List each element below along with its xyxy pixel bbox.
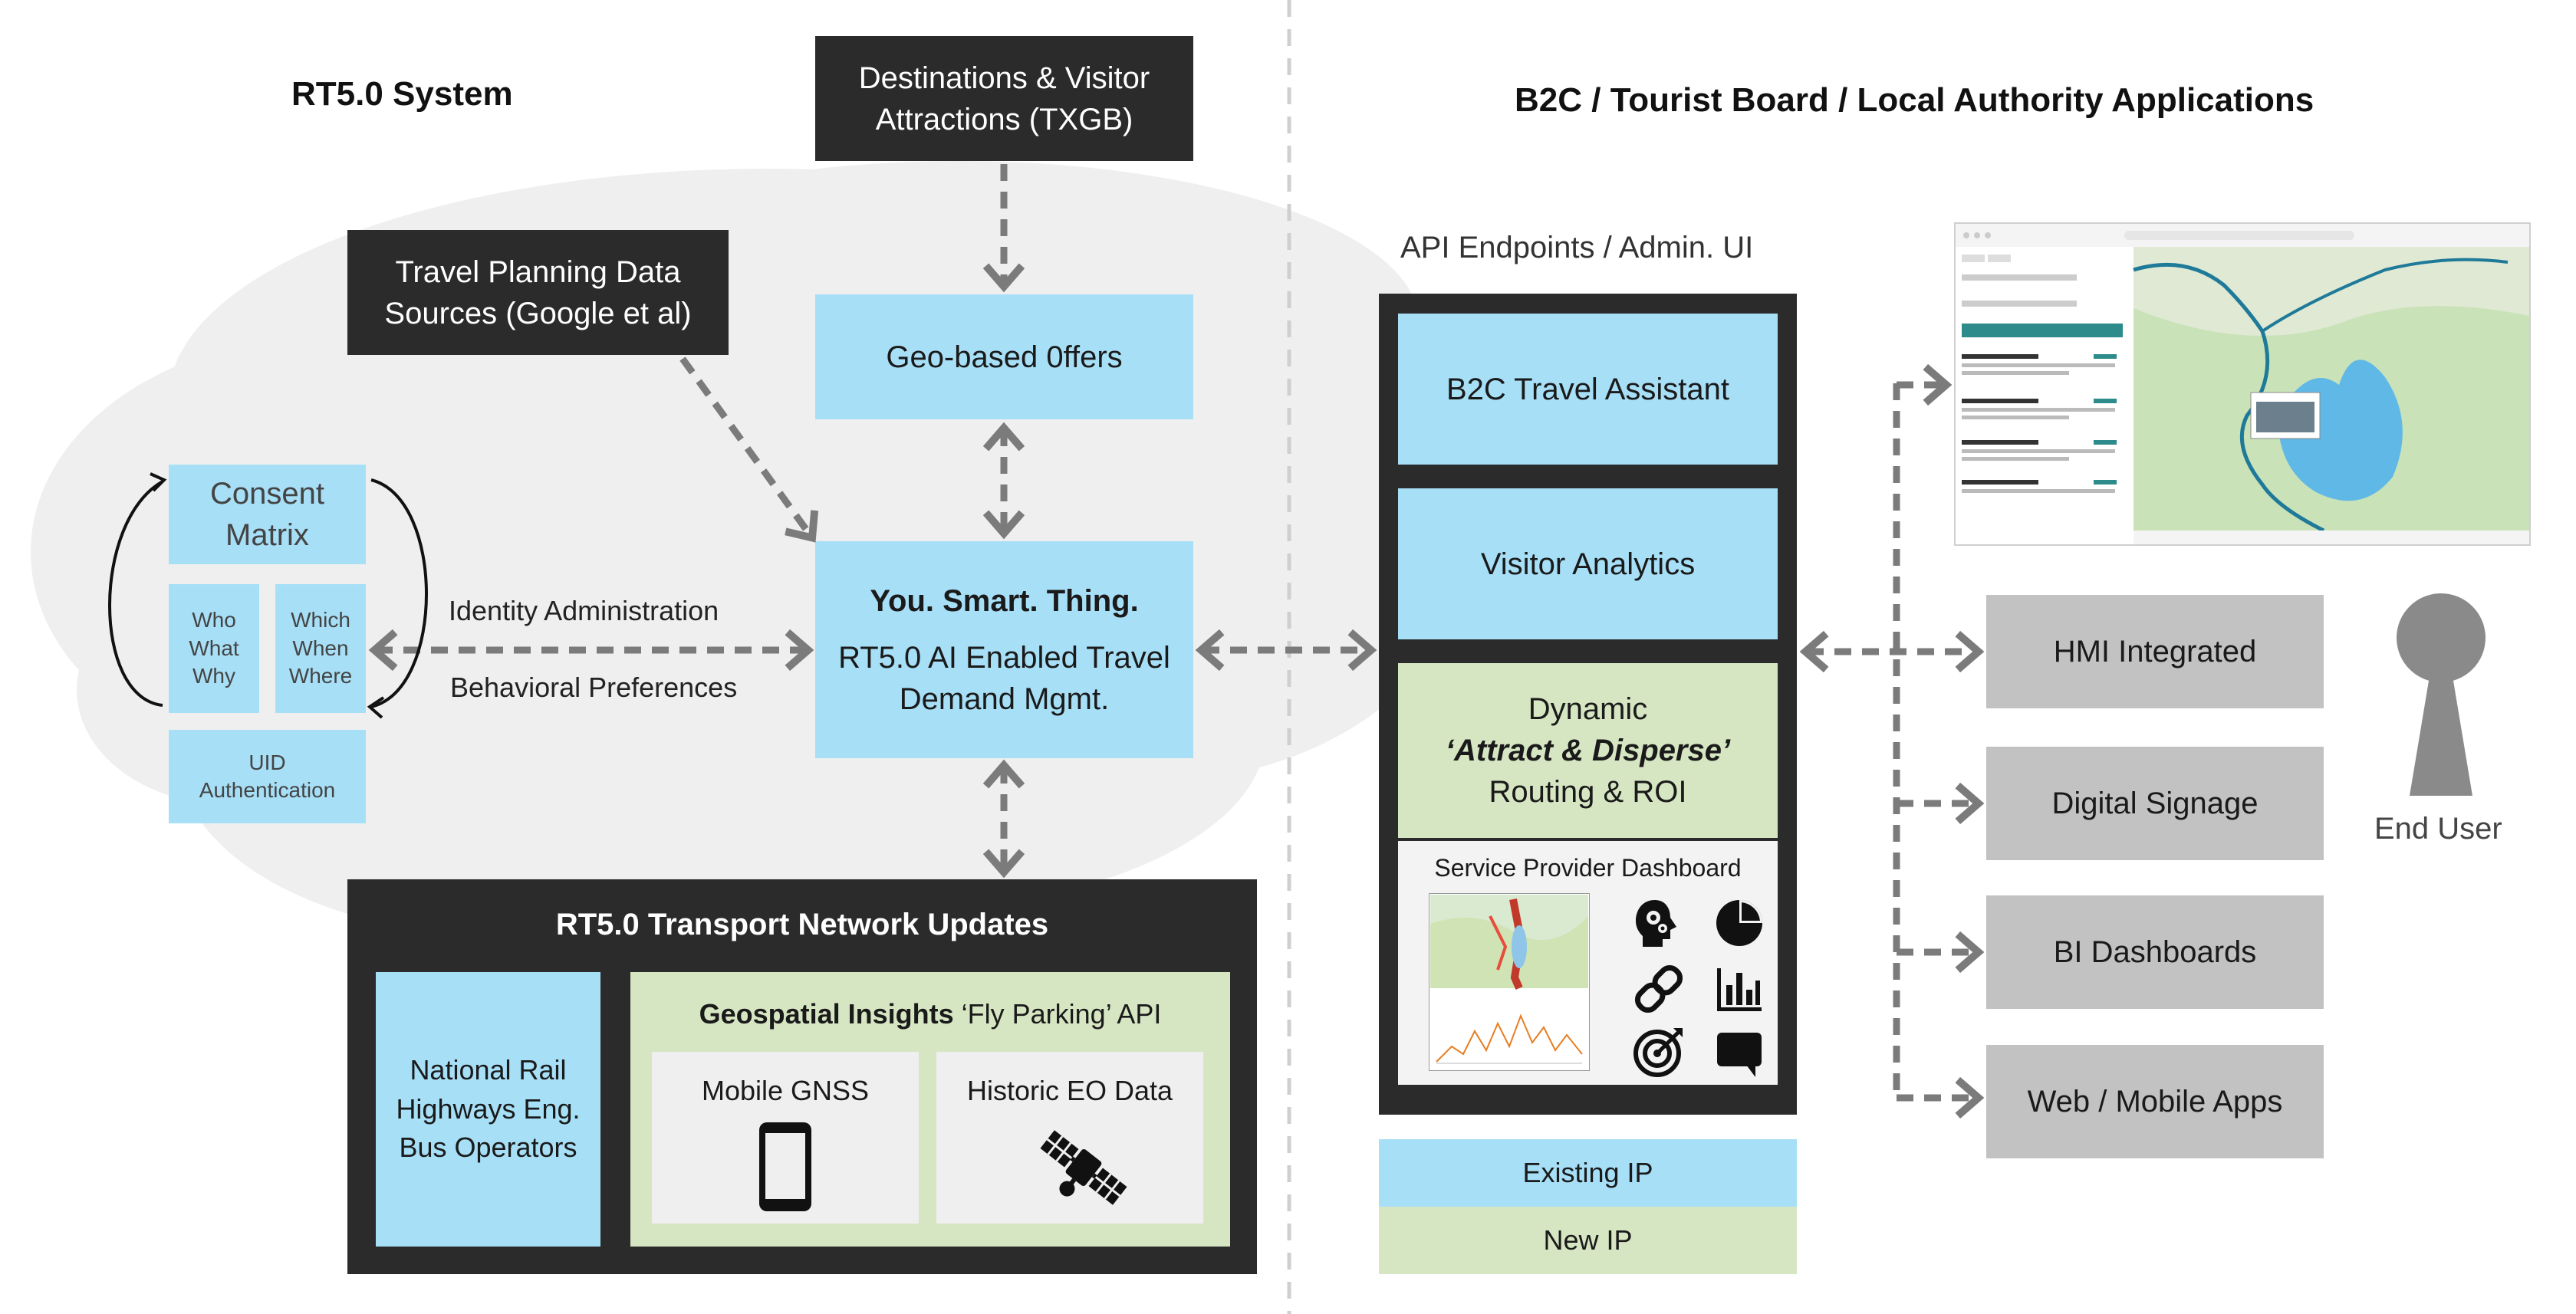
mobile-gnss-label: Mobile GNSS [701,1075,870,1106]
legend-existing-ip-label: Existing IP [1522,1156,1653,1188]
digital-signage-label: Digital Signage [2051,787,2259,820]
head-gears-icon [1636,900,1676,947]
uid-authentication-label: UID Authentication [199,750,336,802]
hmi-integrated-label: HMI Integrated [2053,635,2257,668]
visitor-analytics-label: Visitor Analytics [1480,547,1696,581]
bi-dashboards-box: BI Dashboards [1986,895,2324,1009]
legend-new-ip: New IP [1379,1207,1797,1274]
end-user-label: End User [2374,812,2502,846]
satellite-icon [1040,1130,1127,1205]
web-mobile-apps-box: Web / Mobile Apps [1986,1045,2324,1158]
mobile-gnss-box: Mobile GNSS [652,1052,919,1224]
bi-dashboards-label: BI Dashboards [2053,935,2257,969]
operators-box: National Rail Highways Eng. Bus Operator… [376,972,600,1247]
destinations-label: Destinations & Visitor Attractions (TXGB… [858,61,1150,136]
map-screenshot-graphic [1956,224,2529,544]
identity-administration-label: Identity Administration [449,595,719,626]
target-icon [1633,1028,1683,1077]
uid-authentication-box: UID Authentication [169,730,366,823]
historic-eo-label: Historic EO Data [966,1075,1173,1106]
legend-new-ip-label: New IP [1543,1224,1633,1256]
dynamic-line-1: Dynamic [1528,692,1648,726]
transport-network-title: RT5.0 Transport Network Updates [555,908,1049,941]
web-app-screenshot [1954,222,2531,546]
consent-matrix-box: Consent Matrix [169,465,366,564]
who-what-why-box: Who What Why [169,584,259,713]
destinations-box: Destinations & Visitor Attractions (TXGB… [815,36,1193,161]
consent-matrix-label: Consent Matrix [210,477,324,552]
bar-chart-icon [1717,968,1762,1011]
core-title: You. Smart. Thing. [870,583,1139,618]
geospatial-insights-suffix: ‘Fly Parking’ API [961,998,1162,1030]
travel-planning-label: Travel Planning Data Sources (Google et … [384,255,692,330]
link-icon [1634,964,1683,1013]
api-endpoints-label: API Endpoints / Admin. UI [1400,231,1754,264]
who-what-why-label: Who What Why [189,608,239,688]
geo-offers-label: Geo-based 0ffers [886,340,1123,374]
left-section-heading: RT5.0 System [291,75,513,113]
dynamic-routing-box: Dynamic ‘Attract & Disperse’ Routing & R… [1398,663,1778,838]
historic-eo-box: Historic EO Data [936,1052,1203,1224]
dynamic-line-3: Routing & ROI [1489,775,1687,809]
digital-signage-box: Digital Signage [1986,747,2324,860]
travel-planning-box: Travel Planning Data Sources (Google et … [347,230,729,355]
geospatial-insights-title: Geospatial Insights ‘Fly Parking’ API [630,995,1230,1033]
b2c-travel-assistant-label: B2C Travel Assistant [1446,372,1730,406]
which-when-where-box: Which When Where [275,584,366,713]
user-silhouette-icon [2397,593,2486,796]
service-provider-dashboard-box: Service Provider Dashboard [1398,841,1778,1085]
service-provider-dashboard-title: Service Provider Dashboard [1434,854,1742,882]
behavioral-preferences-label: Behavioral Preferences [450,672,738,703]
geo-offers-box: Geo-based 0ffers [815,294,1193,419]
visitor-analytics-box: Visitor Analytics [1398,488,1778,639]
operators-label: National Rail Highways Eng. Bus Operator… [396,1054,581,1164]
dashboard-thumbnail [1429,893,1590,1071]
hmi-integrated-box: HMI Integrated [1986,595,2324,708]
mobile-phone-icon [759,1122,811,1211]
web-mobile-apps-label: Web / Mobile Apps [2027,1085,2283,1119]
chat-bubble-icon [1717,1033,1762,1077]
right-section-heading: B2C / Tourist Board / Local Authority Ap… [1515,81,2314,119]
geospatial-insights-prefix: Geospatial Insights [699,998,962,1030]
core-subtitle: RT5.0 AI Enabled Travel Demand Mgmt. [838,640,1170,716]
legend-existing-ip: Existing IP [1379,1139,1797,1207]
core-ai-box: You. Smart. Thing. RT5.0 AI Enabled Trav… [815,541,1193,758]
dynamic-line-2: ‘Attract & Disperse’ [1445,734,1731,767]
pie-chart-icon [1716,900,1762,946]
which-when-where-label: Which When Where [288,608,353,688]
b2c-travel-assistant-box: B2C Travel Assistant [1398,314,1778,465]
